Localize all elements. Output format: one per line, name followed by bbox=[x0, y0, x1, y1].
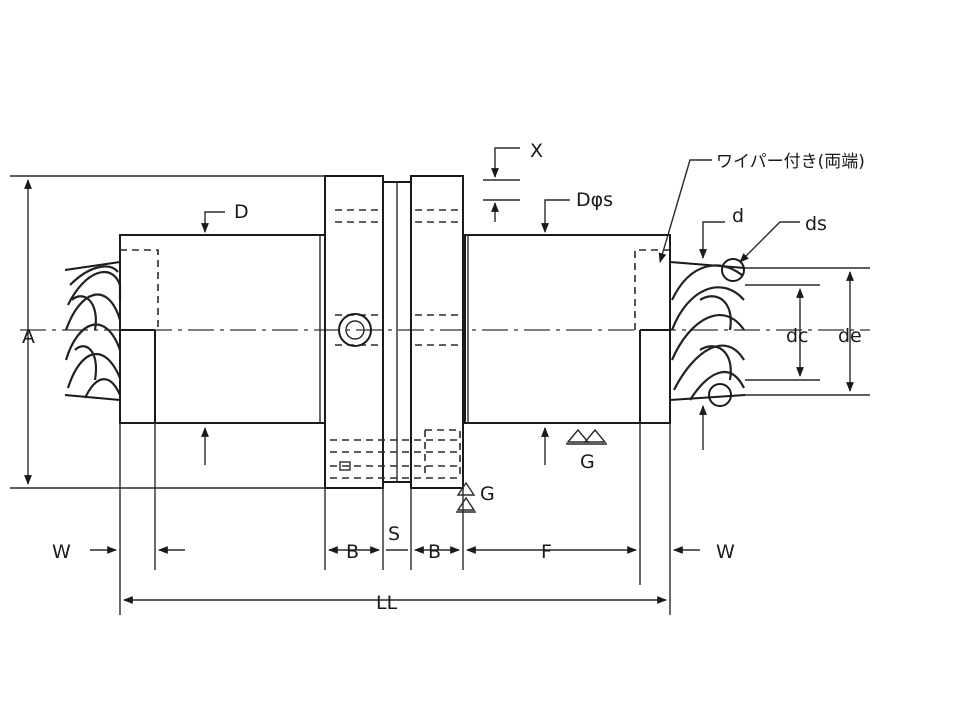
label-d-left: D bbox=[234, 201, 249, 223]
left-screw-shaft bbox=[64, 261, 122, 401]
extension-lines bbox=[10, 175, 870, 615]
label-b-right: B bbox=[428, 541, 441, 563]
label-g-right: G bbox=[580, 451, 595, 473]
label-f: F bbox=[541, 541, 552, 563]
label-g-mid: G bbox=[480, 483, 495, 505]
spacer bbox=[382, 181, 412, 483]
bolt-holes-hidden bbox=[330, 429, 461, 479]
label-ds: ds bbox=[805, 213, 827, 235]
left-nut-body bbox=[119, 234, 326, 424]
label-d-phi-s: Dφs bbox=[576, 189, 613, 211]
right-nut-body bbox=[464, 234, 671, 424]
dimension-arrows bbox=[24, 147, 854, 604]
geometric-tolerance-symbols bbox=[456, 428, 607, 513]
flange-left bbox=[324, 175, 384, 489]
flange-right bbox=[410, 175, 464, 489]
label-ll: LL bbox=[376, 592, 398, 614]
label-d-small: d bbox=[732, 205, 744, 227]
label-wiper: ワイパー付き(両端) bbox=[716, 152, 865, 172]
label-b-left: B bbox=[346, 541, 359, 563]
label-w-left: W bbox=[52, 541, 71, 563]
label-dc: dc bbox=[786, 325, 809, 347]
label-x: X bbox=[530, 140, 543, 162]
label-s: S bbox=[388, 523, 400, 545]
label-de: de bbox=[838, 325, 862, 347]
label-w-right: W bbox=[716, 541, 735, 563]
label-a: A bbox=[22, 326, 35, 348]
lube-hole bbox=[338, 313, 372, 347]
right-screw-shaft bbox=[669, 258, 746, 407]
